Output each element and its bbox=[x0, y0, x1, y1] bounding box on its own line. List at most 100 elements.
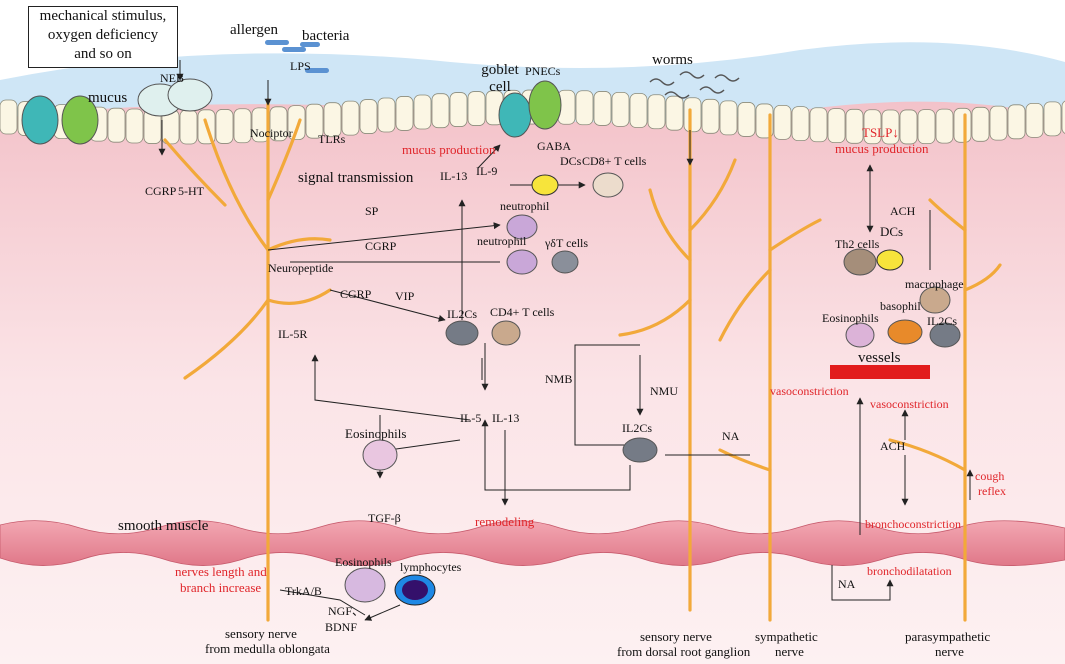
epithelial-cell bbox=[575, 90, 594, 126]
epithelial-cell bbox=[629, 93, 648, 128]
label-tlrs: TLRs bbox=[318, 132, 346, 146]
worms bbox=[649, 71, 740, 99]
label-cgrp-low: CGRP bbox=[340, 287, 372, 301]
epithelial-cell bbox=[737, 102, 756, 137]
label-bacteria: bacteria bbox=[302, 28, 350, 44]
label-smooth-muscle: smooth muscle bbox=[118, 518, 209, 534]
label-nmb: NMB bbox=[545, 372, 573, 386]
epithelial-cell bbox=[683, 97, 702, 133]
label-na-right: NA bbox=[838, 577, 856, 591]
label-cd8: CD8+ T cells bbox=[582, 154, 647, 168]
cells bbox=[21, 78, 961, 606]
label-dorsal-root: from dorsal root ganglion bbox=[617, 644, 751, 659]
label-bdnf: BDNF bbox=[325, 620, 358, 634]
label-th2: Th2 cells bbox=[835, 237, 880, 251]
label-remodeling: remodeling bbox=[475, 514, 535, 529]
label-cgrp-mid: CGRP bbox=[365, 239, 397, 253]
label-gamma-delta-t: γδT cells bbox=[545, 236, 589, 250]
label-vasoconstriction-1: vasoconstriction bbox=[770, 384, 849, 398]
label-il13-mid: IL-13 bbox=[492, 411, 520, 425]
label-macrophage: macrophage bbox=[905, 277, 964, 291]
label-eosinophils-mid: Eosinophils bbox=[345, 426, 407, 441]
epithelial-cell bbox=[395, 96, 414, 131]
label-il5r: IL-5R bbox=[278, 327, 308, 341]
label-pnecs: PNECs bbox=[525, 64, 561, 78]
epithelial-cell bbox=[881, 109, 900, 145]
epithelial-cell bbox=[449, 92, 468, 127]
label-mucus-production-right: mucus production bbox=[835, 141, 929, 156]
epithelial-cell bbox=[413, 94, 432, 130]
epithelial-cell bbox=[215, 109, 234, 144]
label-tslp: TSLP↓ bbox=[862, 125, 899, 140]
vessel-bar bbox=[830, 365, 930, 379]
label-worms: worms bbox=[652, 52, 693, 68]
label-lps: LPS bbox=[290, 59, 311, 73]
epithelial-cell bbox=[359, 99, 378, 134]
epithelial-cell bbox=[1025, 102, 1044, 138]
label-basophil: basophil bbox=[880, 299, 921, 313]
label-nmu: NMU bbox=[650, 384, 679, 398]
label-nerves-length: nerves length and bbox=[175, 564, 267, 579]
epithelial-cell bbox=[611, 91, 630, 127]
label-neutrophil-2: neutrophil bbox=[477, 234, 527, 248]
epithelial-cell bbox=[719, 100, 738, 136]
epithelial-cell bbox=[467, 91, 486, 126]
label-mucus: mucus bbox=[88, 90, 128, 106]
epithelial-cell bbox=[341, 100, 360, 136]
epithelial-cell bbox=[773, 104, 792, 140]
label-dcs-right: DCs bbox=[880, 224, 904, 239]
epithelial-cell bbox=[791, 106, 810, 142]
epithelial-cell bbox=[665, 95, 684, 131]
epithelial-cell bbox=[107, 107, 126, 143]
epithelial-cell bbox=[989, 105, 1008, 141]
pathway-lines bbox=[158, 60, 974, 621]
epithelial-cell bbox=[1007, 104, 1026, 140]
epithelial-cell bbox=[809, 107, 828, 143]
epithelial-cell bbox=[935, 108, 954, 144]
label-tgf-beta: TGF-β bbox=[368, 511, 401, 525]
label-parasympathetic: parasympathetic bbox=[905, 629, 991, 644]
epithelial-cell bbox=[845, 108, 864, 144]
stimulus-box: mechanical stimulus, oxygen deficiency a… bbox=[28, 6, 178, 68]
label-reflex: reflex bbox=[978, 484, 1006, 498]
label-neutrophil-1: neutrophil bbox=[500, 199, 550, 213]
label-il5: IL-5 bbox=[460, 411, 482, 425]
epithelial-cell bbox=[179, 109, 198, 145]
nerve-fibers bbox=[163, 98, 1002, 622]
epithelial-cell bbox=[0, 99, 18, 135]
epithelial-cell bbox=[323, 102, 342, 138]
epithelial-cell bbox=[971, 106, 990, 142]
label-ach-right: ACH bbox=[890, 204, 916, 218]
epithelial-cell bbox=[701, 98, 720, 134]
epithelial-cell bbox=[827, 108, 846, 144]
label-lymphocytes: lymphocytes bbox=[400, 560, 462, 574]
label-neb: NEB bbox=[160, 71, 184, 85]
bacteria bbox=[265, 40, 329, 73]
smooth-muscle-band bbox=[0, 520, 1065, 566]
label-ach-lower: ACH bbox=[880, 439, 906, 453]
stimulus-line3: and so on bbox=[74, 46, 132, 62]
label-il2cs-right: IL2Cs bbox=[927, 314, 957, 328]
label-il9: IL-9 bbox=[476, 164, 498, 178]
epithelial-cell bbox=[305, 103, 324, 139]
label-sympathetic-nerve: nerve bbox=[775, 644, 804, 659]
label-sp: SP bbox=[365, 204, 379, 218]
label-vip: VIP bbox=[395, 289, 415, 303]
label-goblet-cell: goblet cell bbox=[481, 62, 519, 95]
label-ngf: NGF、 bbox=[328, 604, 365, 618]
label-il2cs-lower: IL2Cs bbox=[622, 421, 652, 435]
label-allergen: allergen bbox=[230, 22, 279, 38]
epithelial-cell bbox=[377, 97, 396, 133]
epithelial-cell bbox=[1043, 101, 1062, 137]
label-parasympathetic-nerve: nerve bbox=[935, 644, 964, 659]
label-neuropeptide: Neuropeptide bbox=[268, 261, 334, 275]
label-gaba: GABA bbox=[537, 139, 572, 153]
label-mucus-production: mucus production bbox=[402, 142, 496, 157]
label-bronchodilatation: bronchodilatation bbox=[867, 564, 952, 578]
label-eosinophils-right: Eosinophils bbox=[822, 311, 879, 325]
stimulus-line1: mechanical stimulus, bbox=[39, 8, 167, 24]
epithelial-cell bbox=[431, 93, 450, 129]
label-sensory-nerve-1: sensory nerve bbox=[225, 626, 297, 641]
label-signal-transmission: signal transmission bbox=[298, 170, 414, 186]
